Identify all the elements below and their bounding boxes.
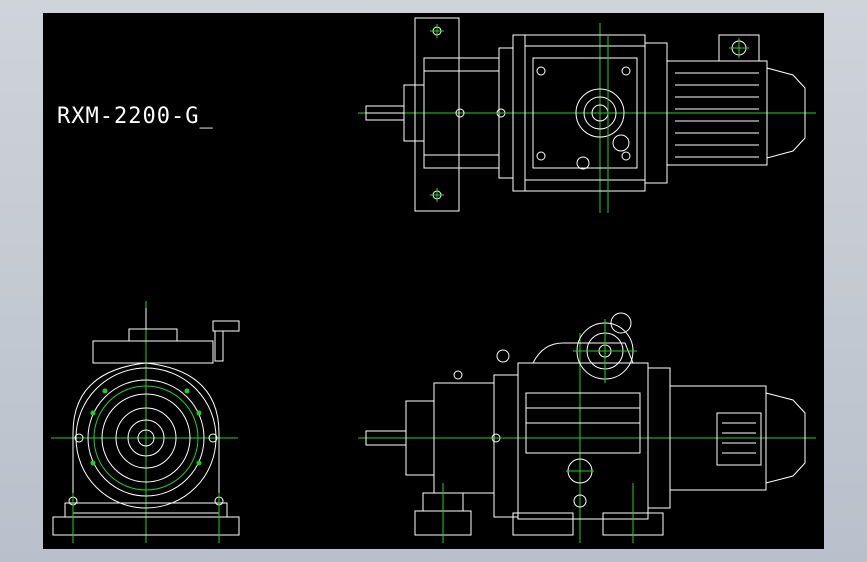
- top-view: [358, 17, 816, 213]
- end-view: [51, 301, 240, 543]
- model-title-label: RXM-2200-G_: [57, 104, 214, 129]
- cad-drawing: RXM-2200-G_: [51, 17, 816, 543]
- cad-viewport[interactable]: RXM-2200-G_: [43, 13, 824, 549]
- side-view: [358, 312, 816, 543]
